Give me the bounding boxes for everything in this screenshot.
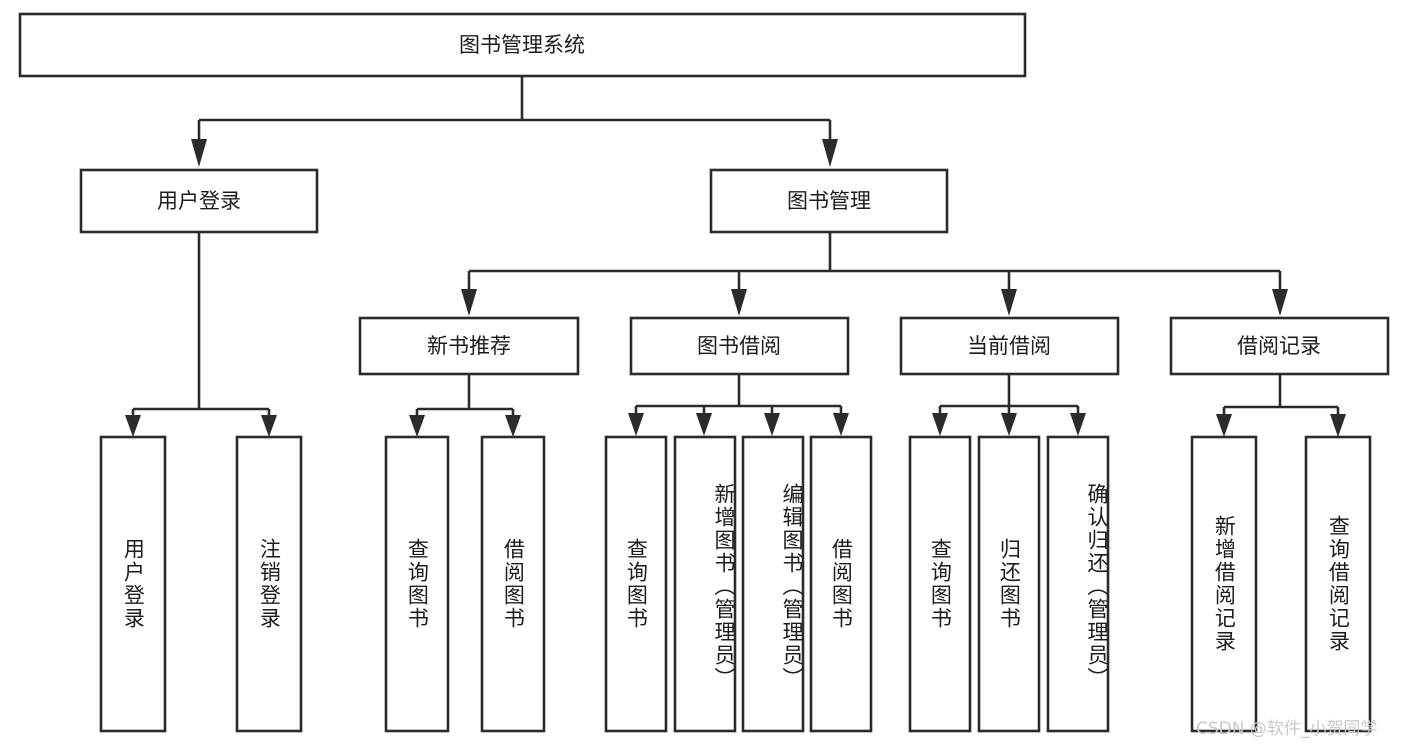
node-user-login[interactable] (79, 168, 319, 234)
node-leaf-add-book-bb[interactable] (673, 435, 737, 733)
arrowhead-leaf-ul-0 (125, 415, 141, 437)
arrowhead-leaf-cb-0 (932, 413, 948, 436)
arrowhead-current-borrow (1001, 289, 1017, 316)
arrowhead-leaf-br-0 (1216, 414, 1232, 437)
connector-group-borrowrecord-to-leaves (1216, 374, 1346, 437)
arrowhead-borrow-record (1272, 289, 1288, 316)
arrowhead-leaf-cb-1 (1001, 413, 1017, 436)
node-borrow-record-label: 借阅记录 (1237, 334, 1321, 358)
node-borrow-record[interactable] (1169, 316, 1390, 376)
node-leaf-borrow-book-nb[interactable] (480, 435, 546, 733)
connector-group-userlogin-to-leaves (125, 232, 277, 437)
node-leaf-add-record-br[interactable] (1190, 435, 1258, 733)
node-current-borrow[interactable] (899, 316, 1120, 376)
arrowhead-new-book (461, 289, 477, 316)
node-leaf-logout-login[interactable] (235, 435, 303, 733)
node-root[interactable] (18, 12, 1027, 78)
connector-group-booksmanage-to-level3 (461, 232, 1288, 316)
arrowhead-leaf-bb-2 (764, 413, 780, 436)
arrowhead-leaf-nb-1 (505, 415, 521, 437)
node-leaf-borrow-book-bb[interactable] (809, 435, 873, 733)
node-new-book-recommend[interactable] (358, 316, 580, 376)
arrowhead-leaf-bb-0 (628, 413, 644, 436)
arrowhead-book-manage (822, 139, 838, 167)
node-book-manage-label: 图书管理 (787, 189, 871, 213)
node-book-borrow[interactable] (629, 316, 850, 376)
node-leaf-edit-book-bb[interactable] (741, 435, 805, 733)
arrowhead-leaf-nb-0 (409, 415, 425, 437)
node-leaf-query-record-br[interactable] (1304, 435, 1372, 733)
node-user-login-label: 用户登录 (157, 189, 241, 213)
watermark-text: CSDN @软件_小贺同学 (1196, 719, 1378, 739)
connector-group-currentborrow-to-leaves (932, 374, 1086, 436)
node-book-manage[interactable] (709, 168, 949, 234)
node-leaf-return-book-cb[interactable] (977, 435, 1041, 733)
node-leaf-confirm-return-cb[interactable] (1046, 435, 1110, 733)
node-current-borrow-label: 当前借阅 (967, 334, 1051, 358)
node-book-borrow-label: 图书借阅 (697, 334, 781, 358)
connector-group-bookborrow-to-leaves (628, 374, 849, 436)
node-leaf-query-book-nb[interactable] (384, 435, 450, 733)
node-leaf-query-book-cb[interactable] (908, 435, 972, 733)
node-leaf-query-book-bb[interactable] (604, 435, 668, 733)
arrowhead-leaf-ul-1 (261, 415, 277, 437)
connector-group-newbook-to-leaves (409, 374, 521, 437)
connector-group-root-to-level2 (191, 76, 838, 167)
node-root-label: 图书管理系统 (459, 33, 585, 57)
arrowhead-leaf-br-1 (1330, 414, 1346, 437)
arrowhead-leaf-bb-1 (696, 413, 712, 436)
arrowhead-user-login (191, 139, 207, 167)
arrowhead-leaf-cb-2 (1070, 413, 1086, 436)
node-leaf-user-login[interactable] (99, 435, 167, 733)
arrowhead-leaf-bb-3 (833, 413, 849, 436)
arrowhead-book-borrow (731, 289, 747, 316)
node-new-book-recommend-label: 新书推荐 (427, 334, 511, 358)
